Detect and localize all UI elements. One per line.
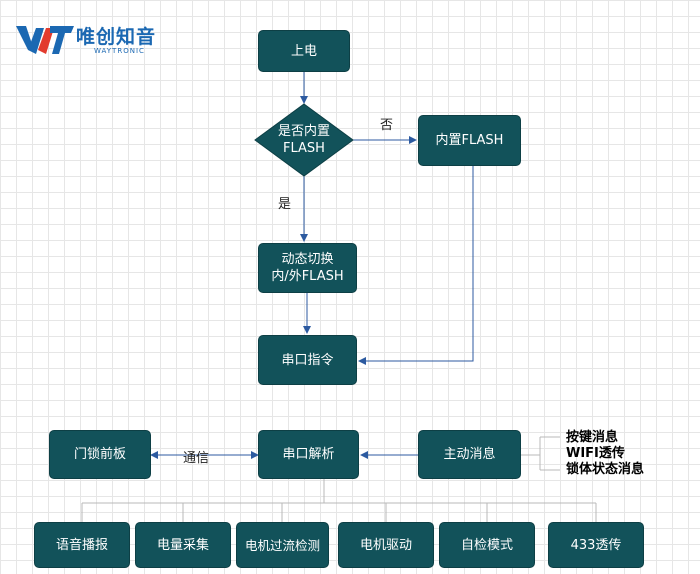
node-active-message-label: 主动消息 [443,447,496,462]
arrow-builtin-to-serial-cmd [358,166,474,365]
module-label: 语音播报 [55,537,108,553]
decision-diamond-shape [254,103,354,177]
brand-logo: 唯创知音 WAYTRONIC [14,20,174,60]
module-label: 电机过流检测 [244,537,320,553]
module-voice-broadcast: 语音播报 [34,522,130,568]
dyn-switch-line1: 动态切换 [281,252,334,267]
dyn-switch-line2: 内/外FLASH [271,269,344,284]
label-yes: 是 [278,197,292,212]
node-serial-parse-label: 串口解析 [282,447,335,462]
side-item: 按键消息 [566,430,619,445]
module-label: 电机驱动 [359,537,412,553]
label-no: 否 [380,118,394,133]
node-decision-builtin-flash: 是否内置 FLASH [262,118,346,162]
label-communication: 通信 [183,451,210,466]
side-item: 锁体状态消息 [566,462,645,477]
brand-name-en: WAYTRONIC [94,47,145,55]
decision-label-line1: 是否内置 [277,124,330,139]
node-door-lock-panel: 门锁前板 [49,430,151,479]
node-door-lock-panel-label: 门锁前板 [73,447,126,462]
node-power-on-label: 上电 [290,43,317,59]
side-item: WIFI透传 [566,446,625,461]
node-dynamic-switch-flash: 动态切换 内/外FLASH [258,243,357,293]
module-bus [81,479,597,522]
module-label: 自检模式 [460,537,513,553]
brand-logo-icon [16,26,74,54]
module-label: 电量采集 [156,537,209,553]
module-power-sampling: 电量采集 [135,522,231,568]
side-message-list: 按键消息 WIFI透传 锁体状态消息 [566,430,644,478]
module-433-passthrough: 433透传 [548,522,644,568]
module-label: 433透传 [570,537,622,553]
node-builtin-flash-label: 内置FLASH [435,133,504,148]
node-serial-command: 串口指令 [258,335,357,385]
brand-name-cn: 唯创知音 [76,26,157,48]
node-active-message: 主动消息 [418,430,521,479]
module-motor-drive: 电机驱动 [338,522,434,568]
node-serial-command-label: 串口指令 [281,352,334,368]
module-motor-overcurrent-detect: 电机过流检测 [236,522,329,568]
node-builtin-flash: 内置FLASH [418,115,521,166]
node-power-on: 上电 [258,30,350,72]
decision-label-line2: FLASH [283,141,325,156]
side-list-bracket [521,436,560,471]
module-self-test: 自检模式 [439,522,535,568]
node-serial-parse: 串口解析 [258,430,359,479]
